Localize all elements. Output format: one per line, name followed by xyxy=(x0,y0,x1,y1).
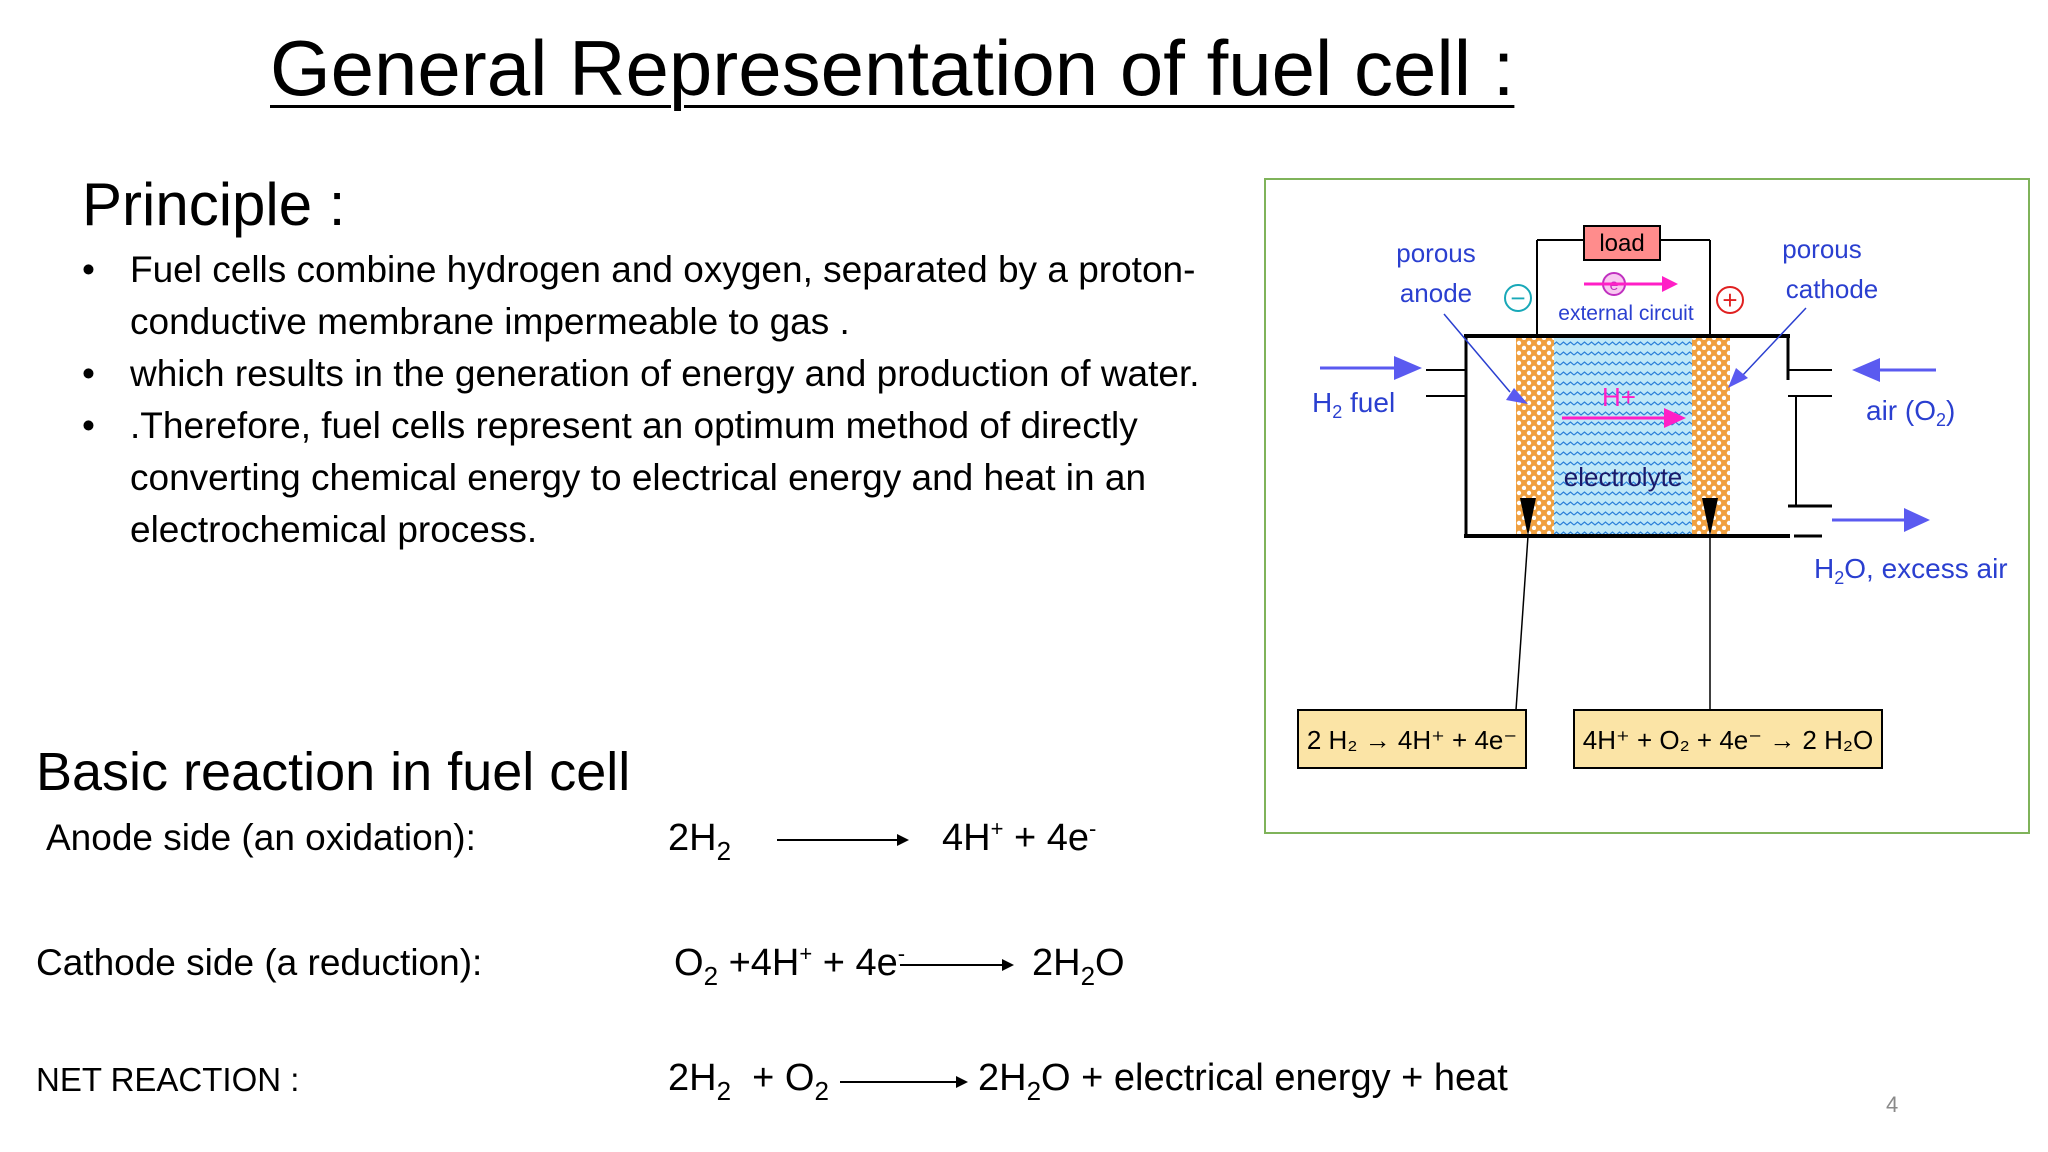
cathode-label: Cathode side (a reduction): xyxy=(36,942,483,983)
air-label: air (O2) xyxy=(1866,395,1955,430)
porous-cathode-label-2: cathode xyxy=(1786,274,1879,304)
anode-reactants: 2H2 xyxy=(668,817,732,866)
cathode-equation: 4H⁺ + O₂ + 4e⁻ → 2 H₂O xyxy=(1583,725,1873,755)
net-products: 2H2O + electrical energy + heat xyxy=(978,1057,1508,1106)
electrolyte-region xyxy=(1554,336,1692,536)
load-label: load xyxy=(1599,230,1644,257)
principle-bullet: .Therefore, fuel cells represent an opti… xyxy=(82,400,1212,556)
load-box xyxy=(1583,225,1661,261)
anode-equation: 2 H₂ → 4H⁺ + 4e⁻ xyxy=(1307,725,1517,755)
anode-products: 4H+ + 4e- xyxy=(942,816,1097,859)
fuel-cell-diagram-svg: load e − + external circuit porous anode… xyxy=(1297,225,2008,769)
net-reactants: 2H2 + O2 xyxy=(668,1057,829,1106)
principle-heading: Principle : xyxy=(82,171,346,238)
net-arrow xyxy=(840,1076,968,1088)
negative-sign: − xyxy=(1510,283,1525,313)
cathode-products: 2H2O xyxy=(1032,942,1125,991)
cathode-arrow xyxy=(900,959,1014,971)
anode-arrow xyxy=(777,834,909,846)
principle-bullet: Fuel cells combine hydrogen and oxygen, … xyxy=(82,244,1212,348)
h2o-excess-air-label: H2O, excess air xyxy=(1814,553,2008,588)
electrolyte-label: electrolyte xyxy=(1564,462,1683,492)
principle-bullet: which results in the generation of energ… xyxy=(82,348,1212,400)
principle-bullet-list: Fuel cells combine hydrogen and oxygen, … xyxy=(82,244,1212,556)
slide-title: General Representation of fuel cell : xyxy=(270,24,1515,112)
porous-anode-label-2: anode xyxy=(1400,278,1472,308)
reactions-heading: Basic reaction in fuel cell xyxy=(36,742,631,802)
h2-fuel-label: H2 fuel xyxy=(1312,387,1395,422)
positive-sign: + xyxy=(1722,285,1737,315)
positive-terminal-icon xyxy=(1716,286,1744,314)
cathode-reactants: O2 +4H+ + 4e- xyxy=(674,941,906,991)
page-number: 4 xyxy=(1886,1092,1899,1117)
negative-terminal-icon xyxy=(1504,284,1532,312)
porous-anode-label-1: porous xyxy=(1396,238,1476,268)
anode-label: Anode side (an oxidation): xyxy=(46,817,476,858)
anode-equation-box xyxy=(1297,709,1527,769)
net-reaction-label: NET REACTION : xyxy=(36,1061,300,1098)
external-circuit-label: external circuit xyxy=(1558,302,1694,325)
h-plus-label: H+ xyxy=(1602,382,1636,412)
cathode-equation-box xyxy=(1573,709,1883,769)
porous-cathode-label-1: porous xyxy=(1782,234,1862,264)
fuel-cell-diagram: load e − + external circuit porous anode… xyxy=(1264,178,2030,834)
